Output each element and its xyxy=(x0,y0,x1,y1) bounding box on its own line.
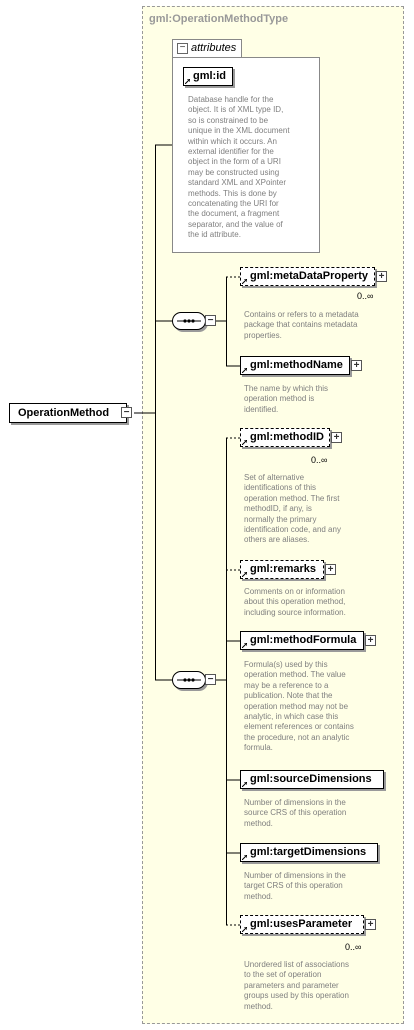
attribute-doc: Database handle for the object. It is of… xyxy=(188,95,290,240)
collapse-icon[interactable]: − xyxy=(121,407,132,418)
expand-icon[interactable]: + xyxy=(365,919,376,930)
element-name: gml:sourceDimensions xyxy=(250,773,372,785)
reference-arrow-icon xyxy=(242,927,247,932)
element-usesparameter[interactable]: gml:usesParameter xyxy=(240,915,364,934)
reference-arrow-icon xyxy=(242,855,247,860)
element-name: gml:methodID xyxy=(250,431,324,443)
expand-icon[interactable]: + xyxy=(376,271,387,282)
element-doc: Number of dimensions in the source CRS o… xyxy=(244,798,347,828)
element-name: gml:remarks xyxy=(250,563,317,575)
element-targetdimensions[interactable]: gml:targetDimensions xyxy=(240,843,378,862)
element-metadataproperty[interactable]: gml:metaDataProperty xyxy=(240,267,375,286)
attributes-label: attributes xyxy=(191,42,237,54)
element-methodid[interactable]: gml:methodID xyxy=(240,428,330,447)
reference-arrow-icon xyxy=(242,440,247,445)
element-name: gml:metaDataProperty xyxy=(250,270,368,282)
cardinality: 0..∞ xyxy=(345,942,362,952)
expand-icon[interactable]: + xyxy=(365,635,376,646)
element-doc: Number of dimensions in the target CRS o… xyxy=(244,871,346,901)
expand-icon[interactable]: + xyxy=(351,360,362,371)
type-title: gml:OperationMethodType xyxy=(149,13,289,25)
element-methodformula[interactable]: gml:methodFormula xyxy=(240,631,364,650)
cardinality: 0..∞ xyxy=(311,455,328,465)
element-doc: Set of alternative identifications of th… xyxy=(244,473,341,545)
reference-arrow-icon xyxy=(242,572,247,577)
sequence-icon xyxy=(177,319,201,323)
element-doc: Unordered list of associations to the se… xyxy=(244,960,349,1011)
element-remarks[interactable]: gml:remarks xyxy=(240,560,324,579)
element-sourcedimensions[interactable]: gml:sourceDimensions xyxy=(240,770,384,789)
attribute-name: gml:id xyxy=(193,70,226,82)
collapse-icon[interactable]: − xyxy=(177,43,188,54)
element-doc: Contains or refers to a metadata package… xyxy=(244,310,359,340)
root-element-name: OperationMethod xyxy=(18,407,110,419)
attribute-gml-id[interactable]: gml:id xyxy=(183,67,233,86)
sequence-icon xyxy=(177,678,201,682)
root-element-operationmethod[interactable]: OperationMethod xyxy=(9,403,127,423)
element-name: gml:methodName xyxy=(250,359,343,371)
reference-arrow-icon xyxy=(242,368,247,373)
element-doc: The name by which this operation method … xyxy=(244,384,329,414)
sequence-compositor-1[interactable] xyxy=(172,312,206,330)
element-name: gml:targetDimensions xyxy=(250,846,367,858)
element-doc: Formula(s) used by this operation method… xyxy=(244,660,354,753)
collapse-icon[interactable]: − xyxy=(205,674,216,685)
sequence-compositor-2[interactable] xyxy=(172,671,206,689)
element-methodname[interactable]: gml:methodName xyxy=(240,356,350,375)
reference-arrow-icon xyxy=(242,279,247,284)
element-name: gml:usesParameter xyxy=(250,918,353,930)
expand-icon[interactable]: + xyxy=(325,564,336,575)
element-doc: Comments on or information about this op… xyxy=(244,587,346,617)
attributes-panel xyxy=(172,57,320,253)
attributes-tab[interactable]: − attributes xyxy=(172,39,242,57)
collapse-icon[interactable]: − xyxy=(205,315,216,326)
element-name: gml:methodFormula xyxy=(250,634,357,646)
reference-arrow-icon xyxy=(185,79,190,84)
cardinality: 0..∞ xyxy=(357,291,374,301)
reference-arrow-icon xyxy=(242,643,247,648)
expand-icon[interactable]: + xyxy=(331,432,342,443)
reference-arrow-icon xyxy=(242,782,247,787)
